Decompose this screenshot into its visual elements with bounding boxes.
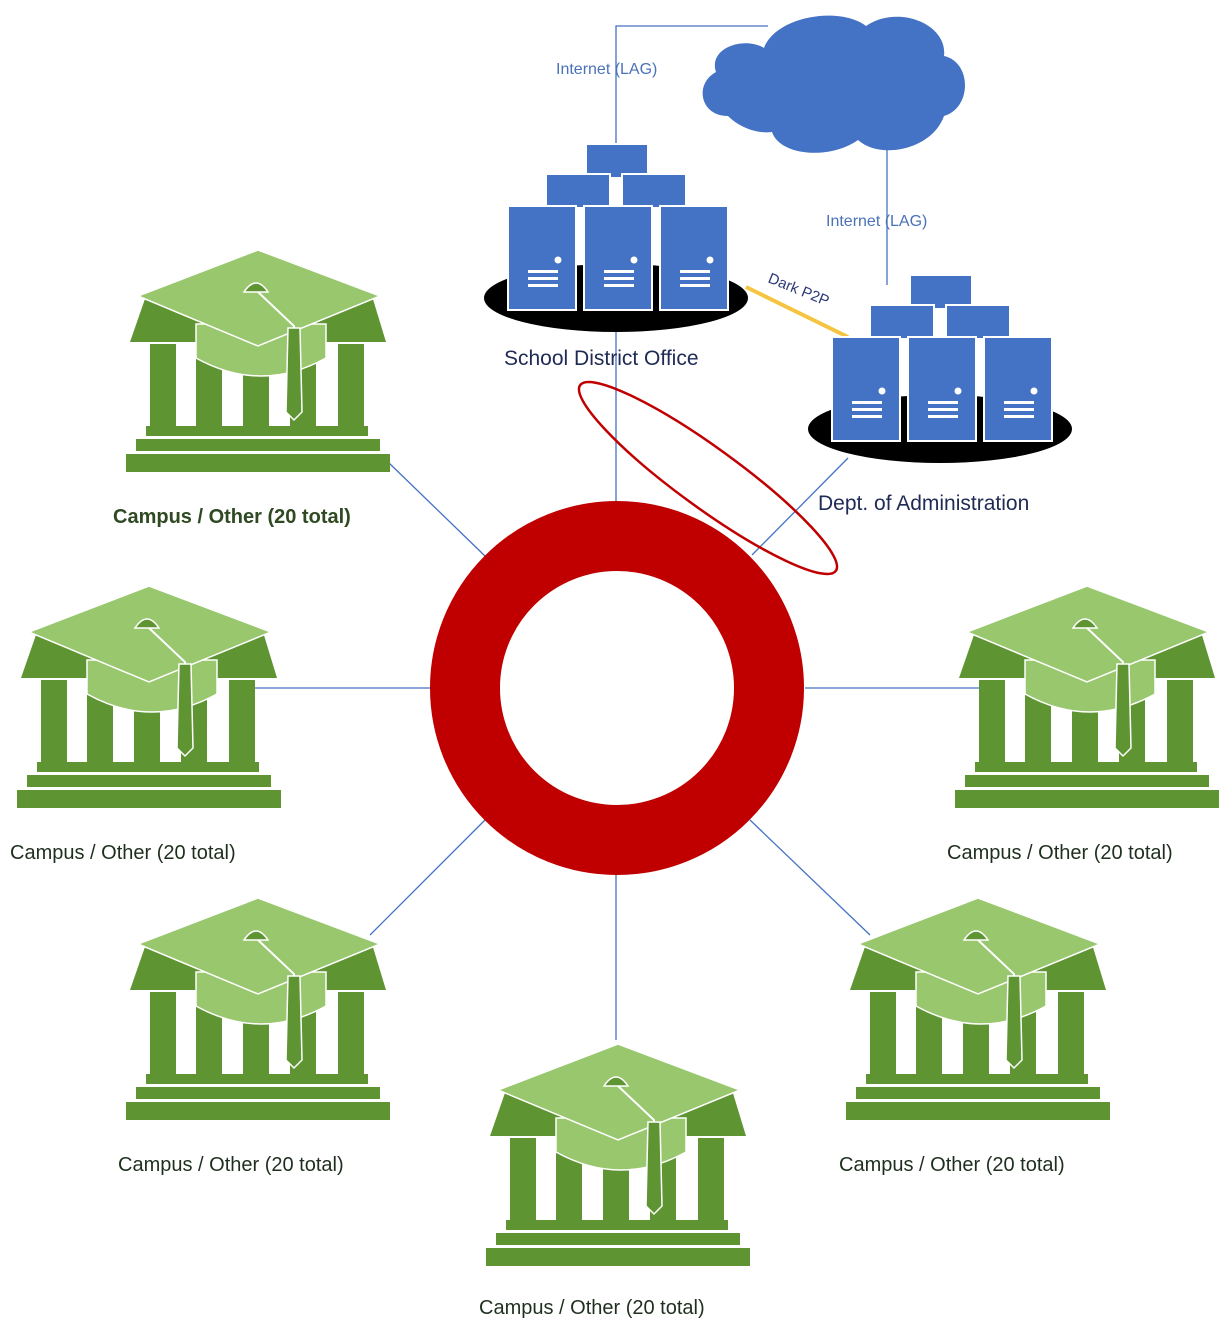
highlight-ellipse	[577, 380, 839, 576]
campus-building-icon-low-right	[845, 897, 1111, 1121]
campus-label-top-left: Campus / Other (20 total)	[113, 506, 351, 528]
school-district-office-label: School District Office	[504, 347, 699, 370]
ring-link-low-left	[369, 819, 486, 936]
campus-label-mid-left: Campus / Other (20 total)	[10, 842, 236, 864]
internet-label-sdo: Internet (LAG)	[556, 61, 658, 78]
dept-administration-label: Dept. of Administration	[818, 492, 1030, 515]
cloud-icon	[702, 15, 965, 153]
campus-building-icon-mid-right	[954, 585, 1220, 809]
campus-building-icon-mid-left	[16, 585, 282, 809]
campus-label-mid-right: Campus / Other (20 total)	[947, 842, 1173, 864]
campus-building-icon-bottom	[485, 1043, 751, 1267]
campus-building-icon-low-left	[125, 897, 391, 1121]
campus-label-bottom: Campus / Other (20 total)	[479, 1297, 705, 1319]
link-lines	[255, 25, 985, 1040]
campus-label-low-left: Campus / Other (20 total)	[118, 1154, 344, 1176]
campus-label-low-right: Campus / Other (20 total)	[839, 1154, 1065, 1176]
ring-link-low-right	[749, 819, 871, 936]
doa-ring-link	[751, 457, 849, 556]
internet-label-doa: Internet (LAG)	[826, 213, 928, 230]
school-district-office-servers-icon	[483, 143, 749, 333]
network-ring-icon	[430, 501, 804, 875]
campus-building-icon-top-left	[125, 249, 391, 473]
sdo-internet-link	[615, 25, 768, 150]
dark-p2p-link	[745, 285, 849, 339]
ring-link-top-left	[387, 461, 486, 557]
dept-administration-servers-icon	[807, 274, 1073, 464]
